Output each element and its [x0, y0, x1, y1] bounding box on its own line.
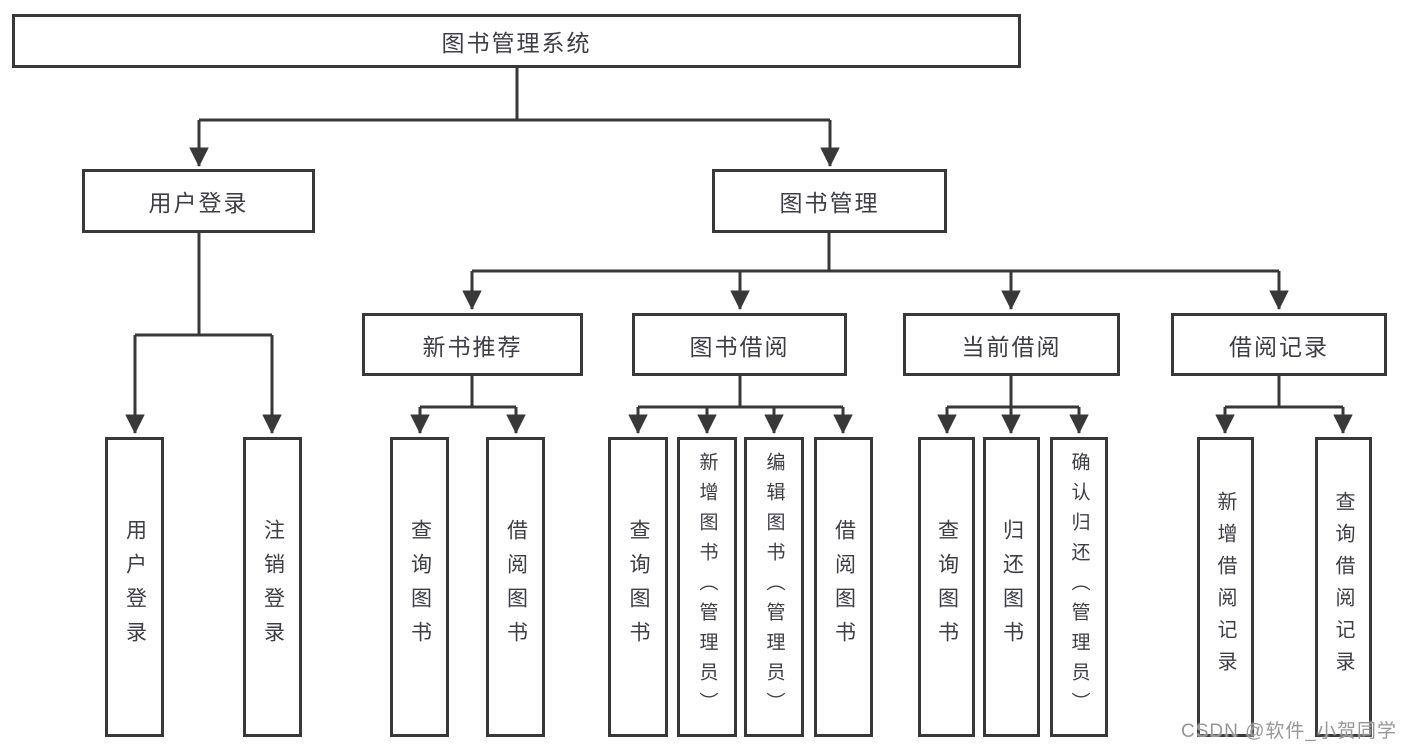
leaf-query-books-borrowing: 查询图书	[608, 437, 668, 737]
leaf-borrow-books-borrowing-label: 借阅图书	[832, 519, 856, 655]
node-library-system: 图书管理系统	[12, 14, 1021, 68]
node-book-borrowing: 图书借阅	[632, 313, 847, 376]
connector-book-management-children	[462, 233, 1289, 310]
leaf-query-borrow-record-label: 查询借阅记录	[1332, 491, 1354, 683]
node-borrowing-records: 借阅记录	[1171, 313, 1387, 376]
leaf-user-login-label: 用户登录	[123, 519, 147, 655]
leaf-return-book: 归还图书	[983, 437, 1040, 737]
node-book-management: 图书管理	[712, 169, 947, 233]
connector-level3-leaves	[410, 376, 1353, 434]
leaf-add-book-admin: 新增图书（管理员）	[677, 437, 737, 737]
leaf-query-books-current-label: 查询图书	[935, 519, 959, 655]
leaf-add-borrow-record: 新增借阅记录	[1197, 437, 1254, 737]
leaf-query-books-current: 查询图书	[918, 437, 975, 737]
leaf-logout: 注销登录	[243, 437, 302, 737]
node-current-borrowing-label: 当前借阅	[961, 333, 1062, 360]
node-library-system-label: 图书管理系统	[441, 30, 592, 56]
leaf-edit-book-admin: 编辑图书（管理员）	[744, 437, 804, 737]
leaf-borrow-books-recommend-label: 借阅图书	[504, 519, 528, 655]
node-new-book-recommend: 新书推荐	[362, 313, 583, 376]
node-book-management-label: 图书管理	[779, 190, 880, 216]
leaf-borrow-books-borrowing: 借阅图书	[814, 437, 873, 737]
csdn-watermark: CSDN @软件_小贺同学	[1181, 721, 1397, 742]
node-new-book-recommend-label: 新书推荐	[422, 333, 523, 360]
node-user-login-label: 用户登录	[148, 190, 249, 216]
connector-root-to-level2	[189, 67, 840, 167]
leaf-borrow-books-recommend: 借阅图书	[486, 437, 545, 737]
node-user-login: 用户登录	[82, 169, 315, 233]
leaf-edit-book-admin-label: 编辑图书（管理员）	[763, 452, 785, 722]
leaf-logout-label: 注销登录	[261, 519, 285, 655]
leaf-confirm-return-admin: 确认归还（管理员）	[1050, 437, 1108, 737]
leaf-query-books-borrowing-label: 查询图书	[627, 519, 650, 655]
leaf-query-borrow-record: 查询借阅记录	[1315, 437, 1372, 737]
leaf-confirm-return-admin-label: 确认归还（管理员）	[1068, 452, 1090, 722]
connector-user-login-children	[125, 233, 282, 434]
leaf-user-login: 用户登录	[105, 437, 164, 737]
node-current-borrowing: 当前借阅	[903, 313, 1120, 376]
leaf-query-books-recommend-label: 查询图书	[408, 519, 432, 655]
node-borrowing-records-label: 借阅记录	[1229, 333, 1329, 360]
leaf-add-book-admin-label: 新增图书（管理员）	[696, 452, 718, 722]
leaf-add-borrow-record-label: 新增借阅记录	[1214, 491, 1236, 683]
leaf-return-book-label: 归还图书	[1000, 519, 1024, 655]
leaf-query-books-recommend: 查询图书	[390, 437, 449, 737]
node-book-borrowing-label: 图书借阅	[689, 333, 790, 360]
